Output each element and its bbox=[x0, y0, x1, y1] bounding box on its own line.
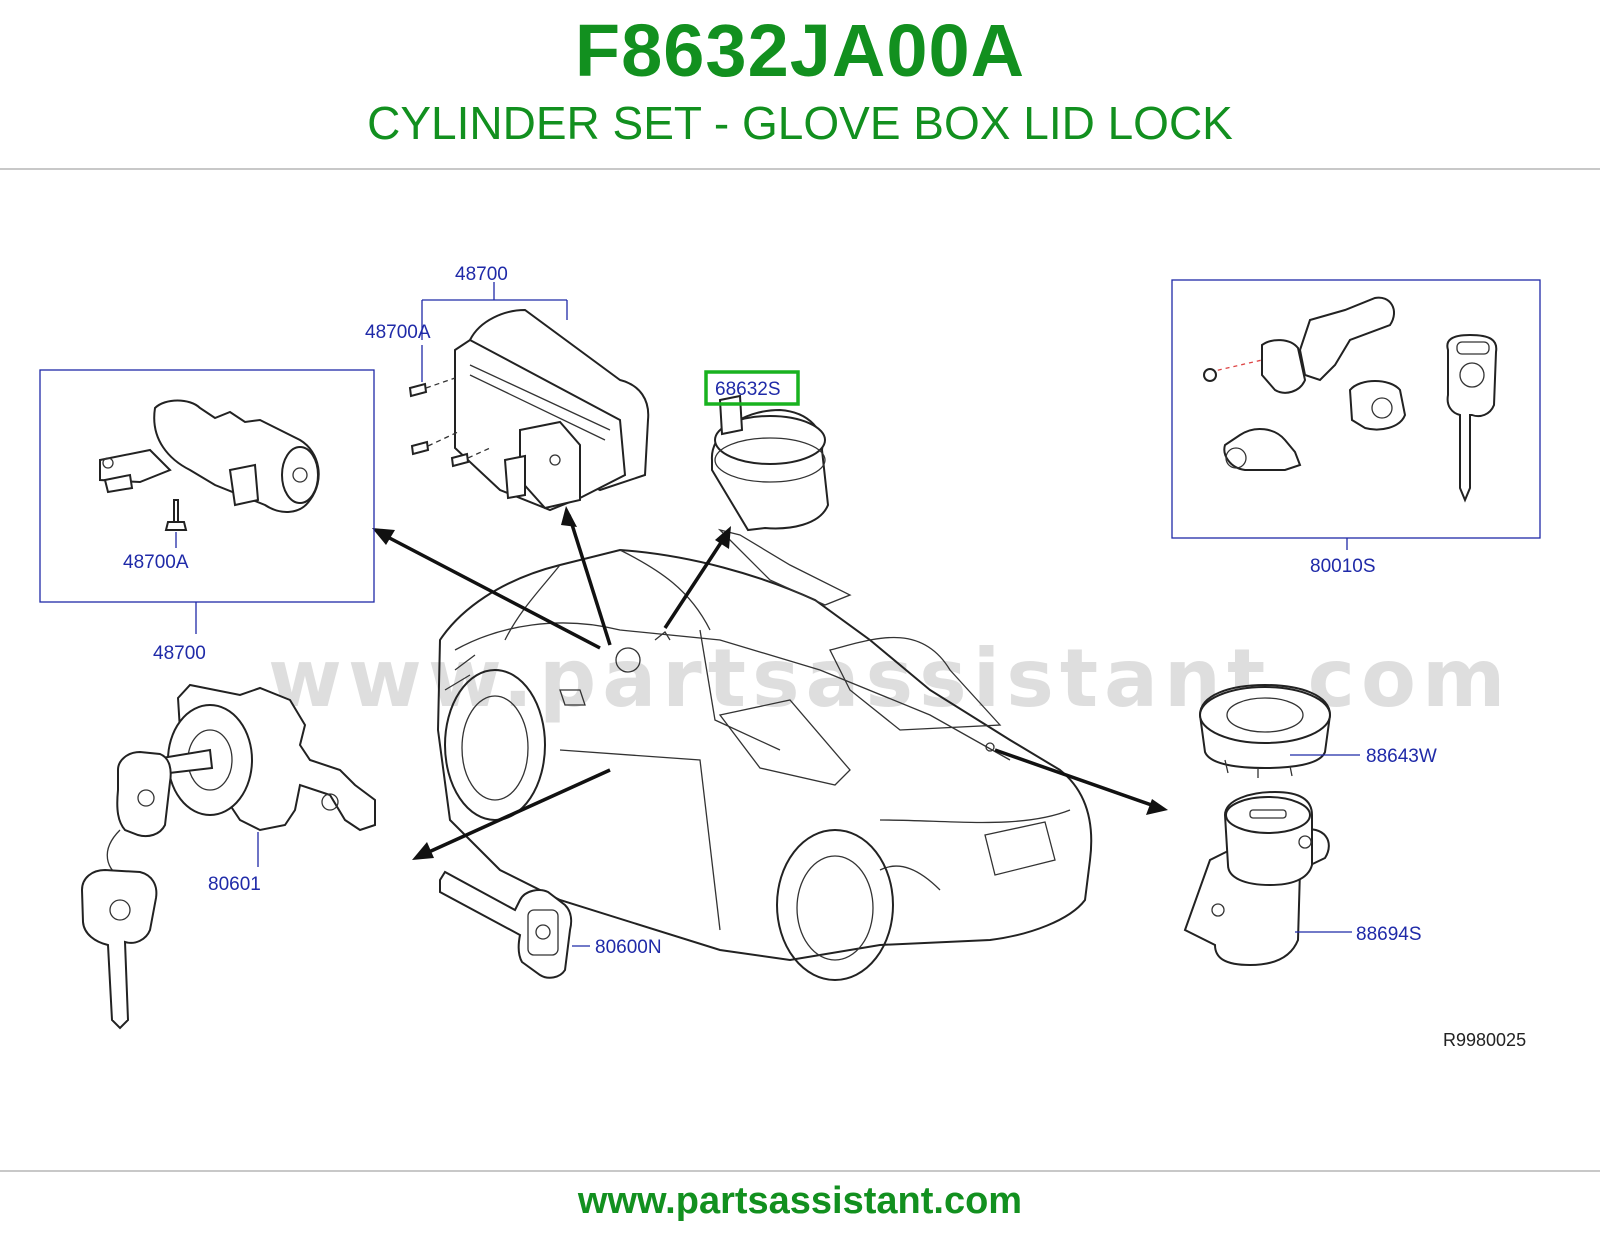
label-80600n[interactable]: 80600N bbox=[595, 937, 662, 958]
control-unit bbox=[408, 282, 650, 512]
header-divider bbox=[0, 168, 1600, 170]
car-illustration bbox=[436, 528, 1093, 981]
door-lock-assembly bbox=[80, 683, 376, 1030]
highlight-box bbox=[704, 370, 800, 406]
arrows bbox=[372, 506, 1168, 860]
label-48700a-top[interactable]: 48700A bbox=[365, 322, 431, 343]
footer-url[interactable]: www.partsassistant.com bbox=[577, 1180, 1023, 1222]
glove-box-cylinder bbox=[710, 394, 830, 532]
label-80010s[interactable]: 80010S bbox=[1310, 556, 1376, 577]
label-48700-left[interactable]: 48700 bbox=[153, 643, 206, 664]
label-88643w[interactable]: 88643W bbox=[1366, 746, 1437, 767]
inset-ignition-switch bbox=[39, 369, 375, 634]
label-48700a-left[interactable]: 48700A bbox=[123, 552, 189, 573]
blank-key bbox=[439, 870, 590, 979]
parts-diagram: www.partsassistant.com bbox=[39, 264, 1541, 1050]
label-80601[interactable]: 80601 bbox=[208, 874, 261, 895]
footer-divider bbox=[0, 1170, 1600, 1172]
label-88694s[interactable]: 88694S bbox=[1356, 924, 1422, 945]
label-68632s[interactable]: 68632S bbox=[715, 379, 781, 400]
part-title: CYLINDER SET - GLOVE BOX LID LOCK bbox=[367, 97, 1233, 149]
label-48700-top[interactable]: 48700 bbox=[455, 264, 508, 285]
inset-key-set bbox=[1171, 279, 1541, 550]
reference-code: R9980025 bbox=[1443, 1030, 1526, 1050]
trunk-lock-bezel bbox=[1198, 683, 1360, 778]
trunk-lock-cylinder bbox=[1183, 790, 1352, 967]
part-number: F8632JA00A bbox=[574, 9, 1026, 92]
header: F8632JA00A CYLINDER SET - GLOVE BOX LID … bbox=[0, 0, 1600, 168]
